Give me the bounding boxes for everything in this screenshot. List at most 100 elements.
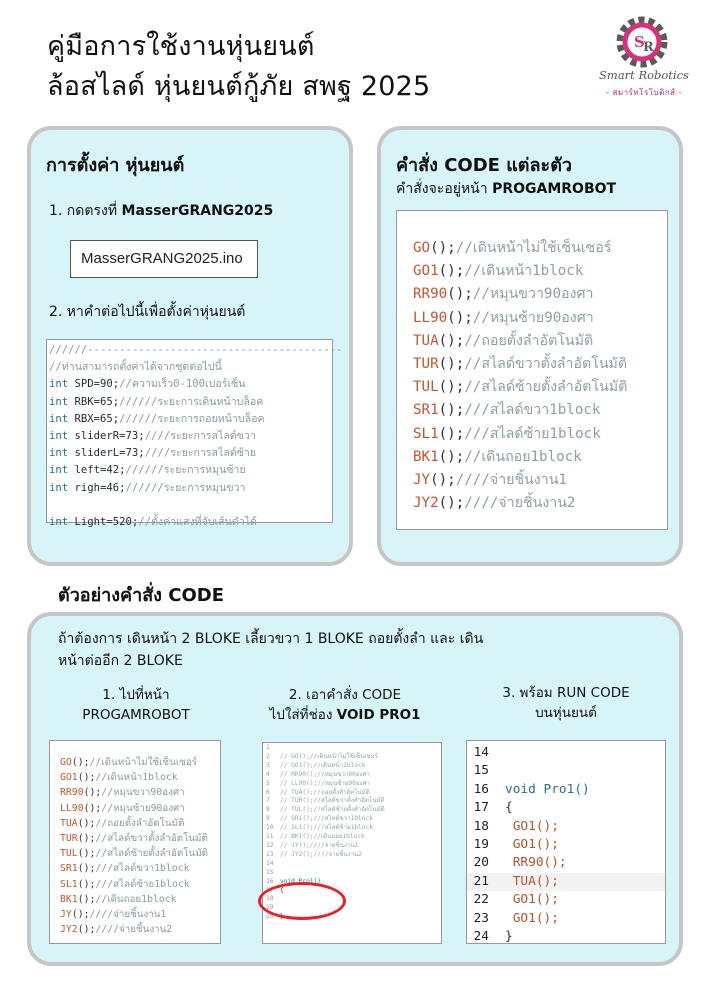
command-comment: ///สไลด์ขวา1block <box>95 863 190 875</box>
line-number: 23 <box>473 910 489 926</box>
command-name: GO <box>413 240 431 256</box>
code-line: //////----------------------------------… <box>49 342 342 359</box>
highlight-circle <box>258 882 346 920</box>
command-name: TUR <box>60 833 78 845</box>
command-name: LL90 <box>60 802 84 814</box>
code-text: sliderR=73; <box>68 430 145 443</box>
code-line <box>49 497 330 514</box>
code-keyword: int <box>49 430 69 443</box>
example-desc-line1: ถ้าต้องการ เดินหน้า 2 BLOKE เลี้ยวขวา 1 … <box>58 631 484 647</box>
editor-code: // GO1();//เดินหน้า1block <box>280 761 366 769</box>
command-comment: ////จ่ายชิ้นงาน1 <box>455 472 567 489</box>
page-title-line1: คู่มือการใช้งานหุ่นยนต์ <box>47 31 315 62</box>
line-number: 22 <box>473 892 489 908</box>
editor-code: // GO();//เดินหน้าไม่ใช้เซ็นเซอร์ <box>280 752 378 760</box>
editor-line: 19 GO1(); <box>467 836 665 854</box>
command-comment: //สไลด์ขวาตั้งลำอัตโนมัติ <box>464 356 628 373</box>
command-comment: ///สไลด์ซ้าย1block <box>464 425 601 442</box>
example-step2-target: VOID PRO1 <box>336 707 421 723</box>
command-line: TUL();//สไลด์ซ้ายตั้งลำอัตโนมัติ <box>413 376 667 399</box>
editor-code: GO1(); <box>505 837 559 853</box>
editor-code: // RR90();//หมุนขวา90องศา <box>280 770 370 778</box>
command-comment: //เดินหน้า1block <box>464 263 584 280</box>
command-comment: ////จ่ายชิ้นงาน1 <box>89 909 167 921</box>
command-comment: //หมุนขวา90องศา <box>472 286 594 303</box>
line-number: 15 <box>473 763 489 779</box>
command-line: JY2();////จ่ายชิ้นงาน2 <box>413 492 667 515</box>
command-line: LL90();//หมุนซ้าย90องศา <box>60 801 220 816</box>
code-comment: //ความเร็ว0-100เปอร์เซ็น <box>119 378 246 391</box>
editor-line: 14 <box>467 744 665 762</box>
commands-subheading: คำสั่งจะอยู่หน้า PROGAMROBOT <box>396 178 616 200</box>
line-number: 10 <box>266 824 274 832</box>
command-comment: //หมุนซ้าย90องศา <box>101 802 185 814</box>
code-keyword: int <box>49 395 69 408</box>
code-line: int sliderL=73;////ระยะการสไลด์ซ้าย <box>49 445 330 462</box>
line-number: 12 <box>266 841 274 849</box>
line-number: 14 <box>473 745 489 760</box>
code-line: int RBX=65;//////ระยะการถอยหน้าบล็อค <box>49 411 330 428</box>
command-line: SR1();///สไลด์ขวา1block <box>413 399 667 422</box>
command-line: TUR();//สไลด์ขวาตั้งลำอัตโนมัติ <box>413 353 667 376</box>
command-args: (); <box>77 863 96 875</box>
command-args: (); <box>438 402 465 419</box>
editor-code: RR90(); <box>505 855 567 871</box>
command-name: SR1 <box>60 863 78 875</box>
editor-line: 10// SL1();///สไลด์ซ้าย1block <box>266 824 441 833</box>
ino-file-tab[interactable]: MasserGRANG2025.ino <box>70 240 258 278</box>
command-name: JY <box>60 909 72 921</box>
editor-code: // TUR();//สไลด์ขวาตั้งลำอัตโนมัติ <box>280 797 385 805</box>
code-comment: ////ระยะการสไลด์ขวา <box>144 430 256 443</box>
code-keyword: int <box>49 447 69 460</box>
editor-code: GO1(); <box>505 910 559 926</box>
command-comment: //ถอยตั้งลำอัตโนมัติ <box>95 817 185 829</box>
editor-code: // JY2();////จ่ายชิ้นงาน2 <box>280 850 363 858</box>
svg-text:S: S <box>634 33 645 51</box>
code-text: RBK=65; <box>68 395 120 408</box>
code-comment: //////ระยะการหมุนซ้าย <box>125 464 246 477</box>
command-line: JY2();////จ่ายชิ้นงาน2 <box>60 922 220 937</box>
command-args: (); <box>438 332 465 349</box>
line-number: 20 <box>473 855 489 871</box>
command-comment: //ถอยตั้งลำอัตโนมัติ <box>464 332 594 349</box>
command-name: SR1 <box>413 402 439 419</box>
command-name: TUA <box>60 817 78 829</box>
command-line: GO1();//เดินหน้า1block <box>413 260 667 283</box>
line-number: 5 <box>266 779 270 787</box>
example-step3-line2: บนหุ่นยนต์ <box>535 705 597 721</box>
example-step2-text: ไปใส่ที่ช่อง <box>269 707 337 723</box>
editor-line: 8// TUL();//สไลด์ซ้ายตั้งลำอัตโนมัติ <box>266 806 441 815</box>
editor-line: 22 GO1(); <box>467 891 665 909</box>
command-name: JY2 <box>413 495 439 512</box>
code-line: int RBK=65;//////ระยะการเดินหน้าบล็อค <box>49 394 330 411</box>
editor-line: 21 TUA(); <box>467 872 665 892</box>
line-number: 17 <box>473 800 489 816</box>
command-args: (); <box>438 495 465 512</box>
code-comment: //////ระยะการหมุนขวา <box>125 481 246 494</box>
editor-line: 5// LL90();//หมุนซ้าย90องศา <box>266 780 441 789</box>
code-keyword: int <box>49 481 69 494</box>
command-comment: ////จ่ายชิ้นงาน2 <box>464 495 576 512</box>
editor-line: 13// JY2();////จ่ายชิ้นงาน2 <box>266 851 441 860</box>
example-description: ถ้าต้องการ เดินหน้า 2 BLOKE เลี้ยวขวา 1 … <box>58 628 483 672</box>
example-step2-title: 2. เอาคำสั่ง CODE ไปใส่ที่ช่อง VOID PRO1 <box>250 685 440 725</box>
editor-code: // SR1();///สไลด์ขวา1block <box>280 815 373 823</box>
line-number: 8 <box>266 806 270 814</box>
command-line: JY();////จ่ายชิ้นงาน1 <box>60 907 220 922</box>
command-args: (); <box>71 909 90 921</box>
code-comment: //ตั้งค่าแสงที่จับเส้นดำได้ <box>138 516 257 529</box>
command-line: RR90();//หมุนขวา90องศา <box>60 785 220 800</box>
command-name: TUL <box>60 848 78 860</box>
setup-step1-text: 1. กดตรงที่ <box>49 203 122 219</box>
code-line: //ท่านสามารถตั้งค่าได้จากชุดต่อไปนี้ <box>49 359 330 376</box>
code-line: int Light=520;//ตั้งค่าแสงที่จับเส้นดำได… <box>49 514 330 531</box>
logo-subtitle: - สมาร์ทโรโบติกส์ - <box>606 88 682 97</box>
code-text: SPD=90; <box>68 378 120 391</box>
code-text: righ=46; <box>68 481 126 494</box>
command-args: (); <box>438 263 465 280</box>
editor-line: 12// JY();////จ่ายชิ้นงาน1 <box>266 842 441 851</box>
command-comment: //เดินถอย1block <box>464 448 582 465</box>
command-comment: //หมุนซ้าย90องศา <box>472 309 594 326</box>
